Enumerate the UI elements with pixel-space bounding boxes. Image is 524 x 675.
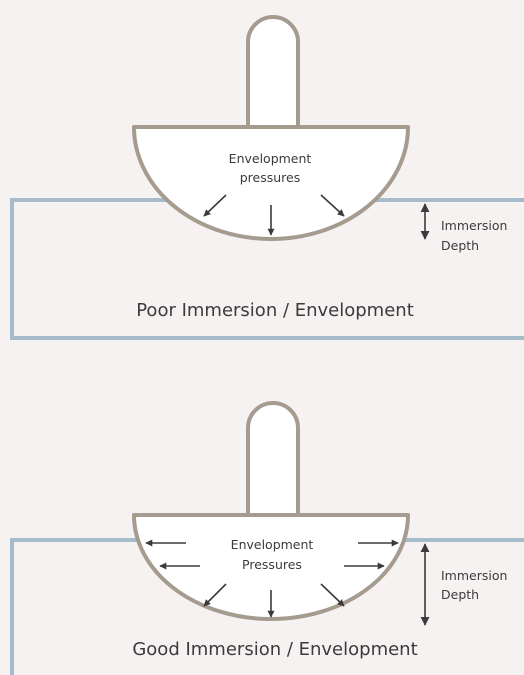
good-depth-label-line1: Immersion	[441, 568, 507, 583]
good-pressure-arrow-lower-right	[320, 583, 345, 607]
good-depth-label-line2: Depth	[441, 587, 479, 602]
good-pressure-label-line2: Pressures	[242, 557, 302, 572]
poor-pressure-label-line1: Envelopment	[229, 151, 312, 166]
good-panel: Envelopment Pressures Immersion Depth Go…	[10, 401, 524, 675]
poor-stem	[246, 15, 300, 127]
poor-pressure-arrow-right	[320, 194, 345, 217]
good-bowl	[132, 513, 410, 621]
good-caption: Good Immersion / Envelopment	[132, 639, 417, 660]
good-pressure-arrow-lower-left	[203, 583, 227, 607]
poor-depth-label-line2: Depth	[441, 238, 479, 253]
poor-caption: Poor Immersion / Envelopment	[136, 300, 414, 321]
good-stem	[246, 401, 300, 515]
good-pressure-label-line1: Envelopment	[231, 537, 314, 552]
poor-pressure-label-line2: pressures	[240, 170, 301, 185]
poor-pressure-arrow-left	[203, 194, 227, 217]
poor-panel: Envelopment pressures Immersion Depth Po…	[10, 15, 524, 340]
poor-depth-label-line1: Immersion	[441, 218, 507, 233]
